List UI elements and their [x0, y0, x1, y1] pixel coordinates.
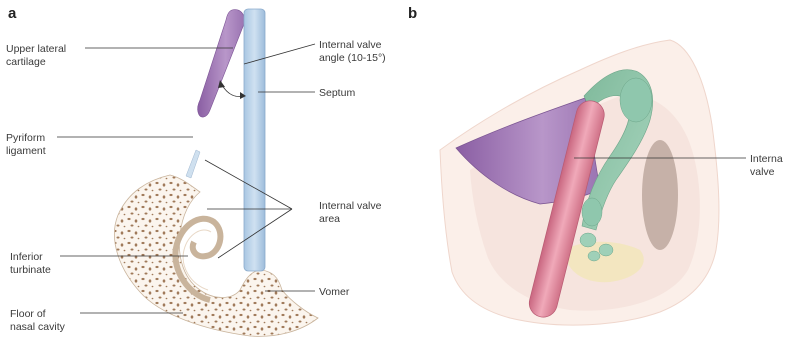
panel-a-letter: a	[8, 5, 17, 22]
label-floor-of-nasal-cavity: Floor of nasal cavity	[10, 308, 66, 333]
label-vomer: Vomer	[319, 286, 350, 298]
label-internal-valve-area: Internal valve area	[319, 200, 384, 225]
septum-shape	[244, 9, 265, 271]
label-internal-valve: Interna valve	[750, 153, 786, 178]
label-septum: Septum	[319, 87, 355, 99]
panel-b-letter: b	[408, 5, 417, 22]
upper-lateral-cartilage-shape	[198, 10, 245, 117]
label-upper-lateral-cartilage: Upper lateral cartilage	[6, 43, 69, 68]
pyriform-ligament	[186, 150, 200, 178]
label-internal-valve-angle: Internal valve angle (10-15°)	[319, 39, 386, 64]
label-inferior-turbinate: Inferior turbinate	[10, 251, 51, 276]
nose-illustration	[440, 40, 719, 325]
label-pyriform-ligament: Pyriform ligament	[6, 132, 48, 157]
